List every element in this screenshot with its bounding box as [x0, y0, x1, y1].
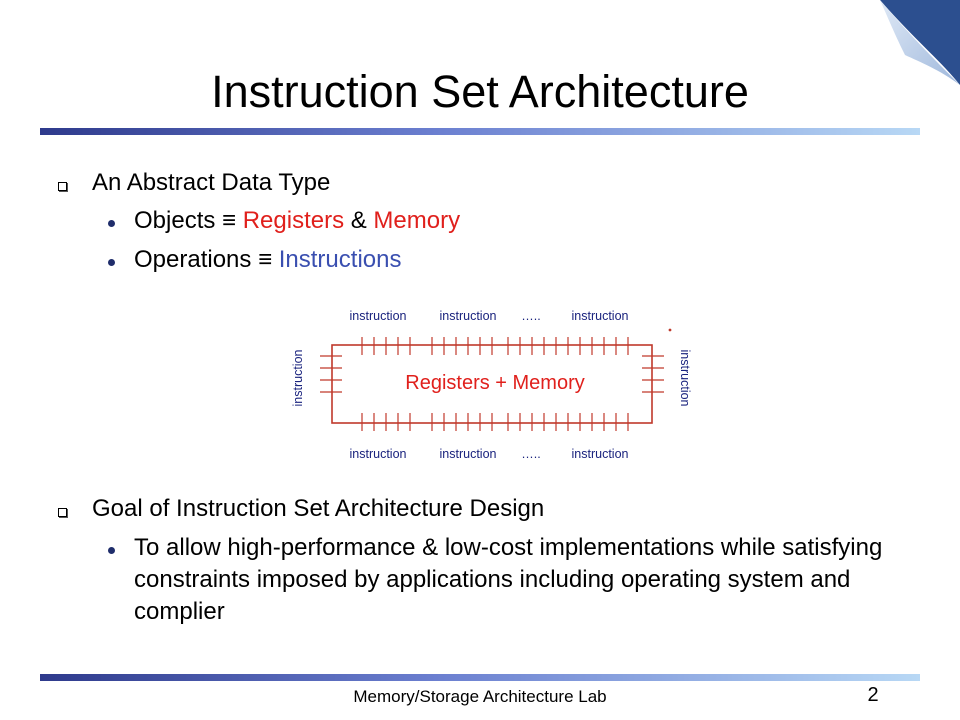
objects-bullet: Objects ≡ Registers & Memory — [134, 205, 460, 237]
bottom-ellipsis-label: ….. — [521, 447, 540, 461]
section1-heading: An Abstract Data Type — [92, 169, 331, 196]
memory-term: Memory — [373, 207, 461, 234]
bottom-instruction-label-2: instruction — [440, 447, 497, 461]
operations-prefix: Operations ≡ — [134, 246, 279, 273]
dot-bullet-icon — [108, 220, 115, 227]
top-instruction-label-2: instruction — [440, 309, 497, 323]
footer-divider — [40, 674, 920, 681]
right-instruction-label: instruction — [678, 350, 692, 407]
top-instruction-label-1: instruction — [350, 309, 407, 323]
objects-connector: & — [344, 207, 374, 234]
objects-prefix: Objects ≡ — [134, 207, 243, 234]
registers-memory-label: Registers + Memory — [405, 372, 585, 394]
title-divider — [40, 128, 920, 135]
bottom-instruction-label-1: instruction — [350, 447, 407, 461]
square-bullet-icon — [58, 508, 67, 517]
registers-term: Registers — [242, 207, 345, 234]
stray-dot — [668, 328, 672, 332]
left-instruction-label: instruction — [291, 349, 305, 406]
footer-lab-name: Memory/Storage Architecture Lab — [353, 687, 607, 706]
isa-diagram: instruction instruction ….. instruction … — [291, 309, 692, 461]
instruction-ticks — [320, 328, 672, 431]
operations-bullet: Operations ≡ Instructions — [134, 244, 401, 276]
top-instruction-label-3: instruction — [572, 309, 629, 323]
page-number: 2 — [867, 684, 879, 706]
slide-title: Instruction Set Architecture — [211, 66, 749, 117]
dot-bullet-icon — [108, 259, 115, 266]
page-curl-decoration — [880, 0, 960, 85]
goal-bullet: To allow high-performance & low-cost imp… — [134, 534, 883, 625]
top-ellipsis-label: ….. — [521, 309, 540, 323]
bottom-instruction-label-3: instruction — [572, 447, 629, 461]
square-bullet-icon — [58, 182, 67, 191]
dot-bullet-icon — [108, 547, 115, 554]
section2-heading: Goal of Instruction Set Architecture Des… — [92, 495, 545, 522]
instructions-term: Instructions — [278, 246, 402, 273]
